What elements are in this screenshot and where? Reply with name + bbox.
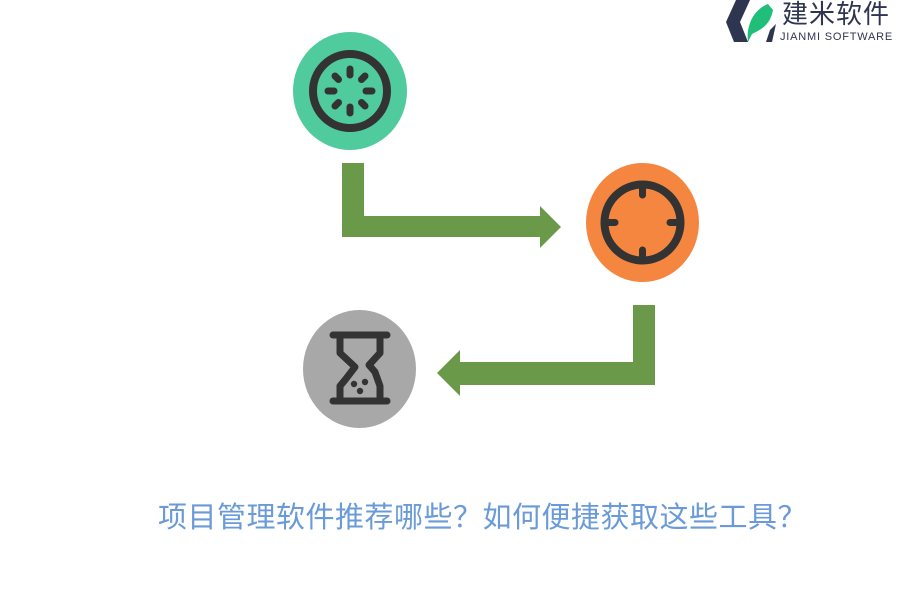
loading-spinner-icon <box>309 50 391 132</box>
arrow-target-to-waiting <box>437 305 655 396</box>
brand-logo: 建米软件 JIANMI SOFTWARE <box>722 0 900 46</box>
logo-mark-icon <box>726 0 776 42</box>
crosshair-icon <box>600 180 685 265</box>
page-caption: 项目管理软件推荐哪些？如何便捷获取这些工具？ <box>157 500 807 534</box>
hourglass-icon <box>329 331 391 405</box>
arrow-loading-to-target <box>342 163 561 248</box>
logo-name-cn: 建米软件 <box>782 0 891 30</box>
node-loading <box>293 32 407 150</box>
node-target <box>586 163 699 282</box>
node-waiting <box>303 310 416 428</box>
logo-name-en: JIANMI SOFTWARE <box>780 31 894 43</box>
